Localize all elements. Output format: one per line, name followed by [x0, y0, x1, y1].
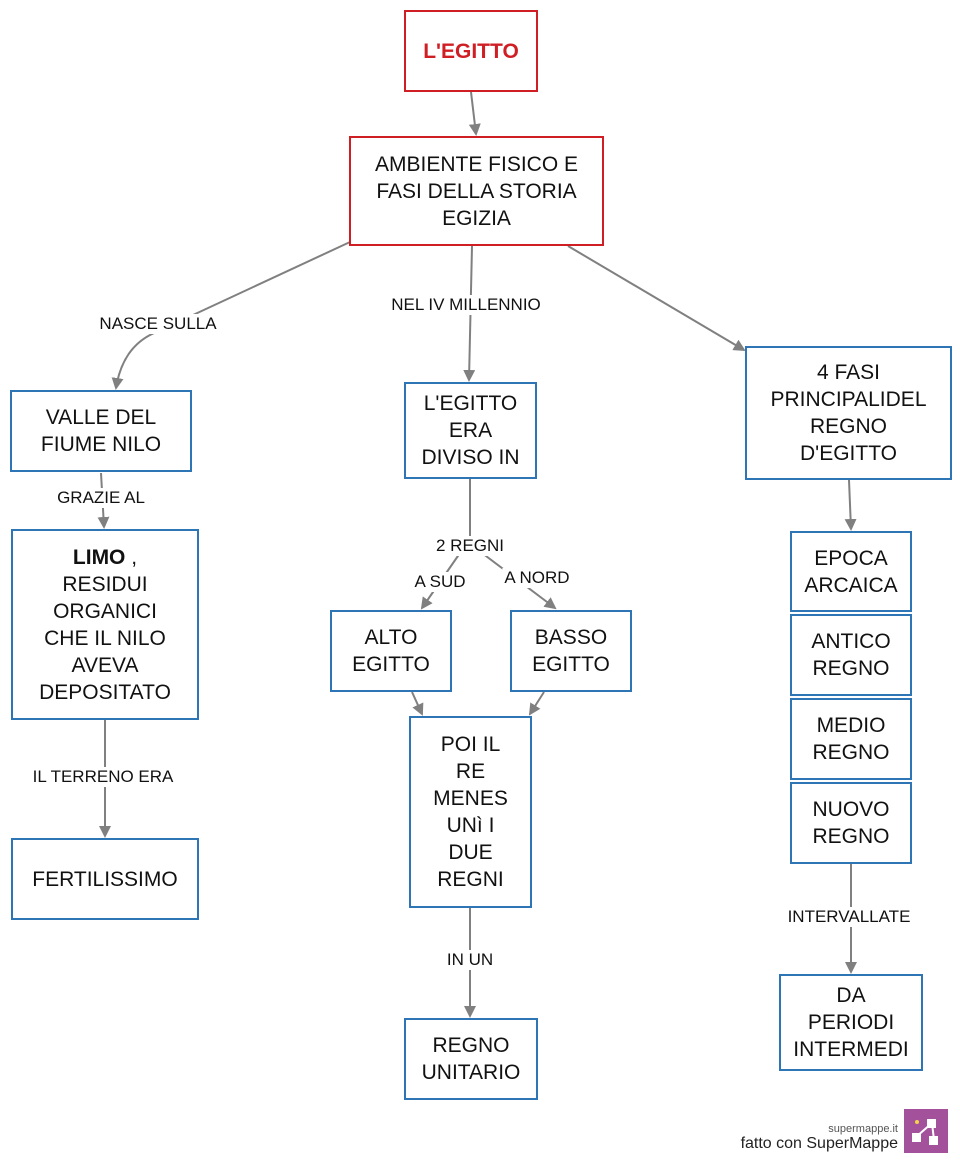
node-4-fasi[interactable]: 4 FASI PRINCIPALIDEL REGNO D'EGITTO: [745, 346, 952, 480]
node-egitto[interactable]: L'EGITTO: [404, 10, 538, 92]
supermappe-logo-icon: [904, 1109, 948, 1153]
node-ambiente-fisico-text: AMBIENTE FISICO E FASI DELLA STORIA EGIZ…: [374, 152, 579, 230]
node-fertilissimo[interactable]: FERTILISSIMO: [11, 838, 199, 920]
node-limo-text: LIMO , RESIDUI ORGANICI CHE IL NILO AVEV…: [39, 544, 171, 706]
node-epoca-arcaica[interactable]: EPOCA ARCAICA: [790, 531, 912, 612]
node-valle-nilo-text: VALLE DEL FIUME NILO: [40, 406, 162, 456]
node-nuovo-regno-text: NUOVO REGNO: [812, 798, 890, 848]
edge-label-a-sud: A SUD: [412, 572, 468, 592]
edge-label-intervallate: INTERVALLATE: [785, 907, 913, 927]
node-antico-regno[interactable]: ANTICO REGNO: [790, 614, 912, 696]
supermappe-footer: supermappe.it fatto con SuperMappe: [741, 1109, 948, 1153]
footer-site: supermappe.it: [828, 1123, 898, 1135]
edge-label-grazie-al: GRAZIE AL: [55, 488, 147, 508]
node-epoca-arcaica-text: EPOCA ARCAICA: [804, 546, 898, 597]
edge-label-a-nord: A NORD: [502, 568, 572, 588]
node-antico-regno-text: ANTICO REGNO: [811, 630, 891, 680]
edge-fasi-arcaica: [844, 479, 857, 531]
node-alto-egitto-text: ALTO EGITTO: [352, 626, 430, 676]
edge-label-in-un: IN UN: [444, 950, 496, 970]
node-re-menes-text: POI IL RE MENES UNì I DUE REGNI: [433, 733, 508, 891]
edge-label-nel-iv-millennio: NEL IV MILLENNIO: [389, 295, 543, 315]
edge-label-nasce-sulla: NASCE SULLA: [97, 314, 219, 334]
node-alto-egitto[interactable]: ALTO EGITTO: [330, 610, 452, 692]
footer-text: supermappe.it fatto con SuperMappe: [741, 1123, 898, 1153]
node-re-menes[interactable]: POI IL RE MENES UNì I DUE REGNI: [409, 716, 532, 908]
node-nuovo-regno[interactable]: NUOVO REGNO: [790, 782, 912, 864]
node-regno-unitario[interactable]: REGNO UNITARIO: [404, 1018, 538, 1100]
node-medio-regno[interactable]: MEDIO REGNO: [790, 698, 912, 780]
node-valle-nilo[interactable]: VALLE DEL FIUME NILO: [10, 390, 192, 472]
edge-egitto-ambiente: [468, 91, 481, 136]
node-limo-rest: , RESIDUI ORGANICI CHE IL NILO AVEVA DEP…: [39, 545, 171, 704]
edge-basso-menes: [528, 691, 545, 716]
node-regno-unitario-text: REGNO UNITARIO: [421, 1034, 521, 1084]
edge-alto-menes: [411, 691, 424, 716]
node-fertilissimo-text: FERTILISSIMO: [32, 867, 178, 891]
edge-ambiente-fasi: [567, 245, 746, 352]
node-basso-egitto-text: BASSO EGITTO: [532, 626, 610, 676]
edge-ambiente-valle: [111, 241, 351, 390]
node-egitto-diviso[interactable]: L'EGITTO ERA DIVISO IN: [404, 382, 537, 479]
edge-label-il-terreno-era: IL TERRENO ERA: [30, 767, 176, 787]
node-ambiente-fisico[interactable]: AMBIENTE FISICO E FASI DELLA STORIA EGIZ…: [349, 136, 604, 246]
node-egitto-diviso-text: L'EGITTO ERA DIVISO IN: [421, 392, 520, 469]
edge-label-2-regni: 2 REGNI: [433, 536, 507, 556]
node-medio-regno-text: MEDIO REGNO: [812, 714, 890, 764]
node-limo[interactable]: LIMO , RESIDUI ORGANICI CHE IL NILO AVEV…: [11, 529, 199, 720]
node-basso-egitto[interactable]: BASSO EGITTO: [510, 610, 632, 692]
node-4-fasi-text: 4 FASI PRINCIPALIDEL REGNO D'EGITTO: [770, 361, 927, 465]
footer-made-with: fatto con SuperMappe: [740, 1135, 898, 1152]
node-limo-keyword: LIMO: [72, 545, 126, 569]
node-periodi-intermedi[interactable]: DA PERIODI INTERMEDI: [779, 974, 923, 1071]
node-egitto-text: L'EGITTO: [423, 39, 519, 63]
node-periodi-intermedi-text: DA PERIODI INTERMEDI: [793, 984, 909, 1061]
